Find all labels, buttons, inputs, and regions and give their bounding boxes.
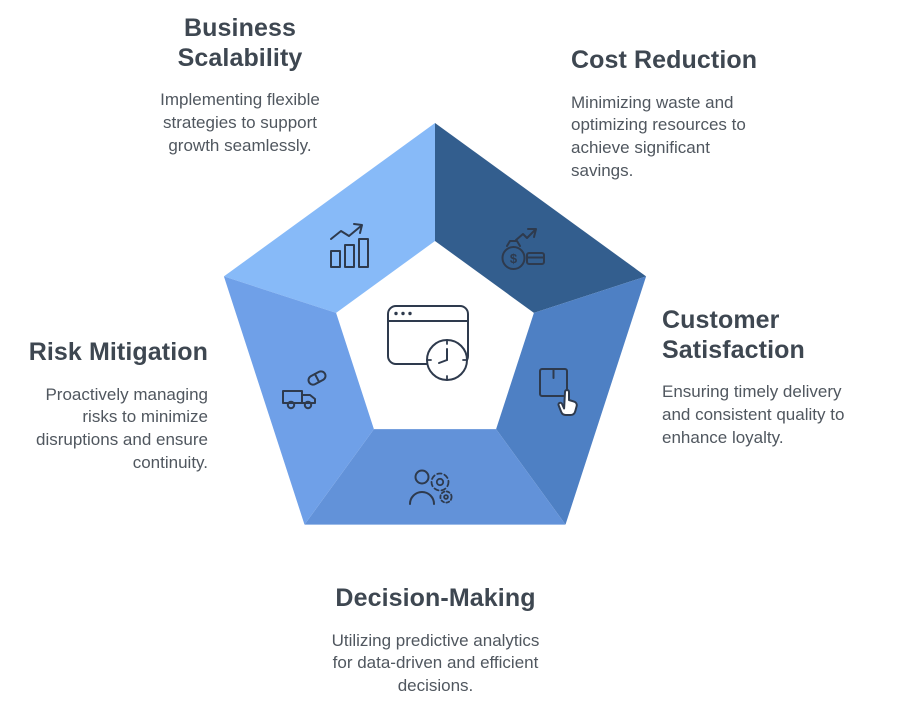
- dollar-sign: $: [510, 251, 518, 266]
- label-customer-satisfaction: Customer Satisfaction Ensuring timely de…: [662, 306, 874, 450]
- cost-reduction-title: Cost Reduction: [571, 46, 758, 74]
- segment-business-scalability: [223, 123, 435, 313]
- truck-pill-icon: [282, 370, 327, 410]
- business-scalability-title: Business Scalability: [177, 14, 303, 72]
- growth-chart-icon: [330, 223, 369, 268]
- money-savings-icon: $: [501, 228, 545, 270]
- segment-cost-reduction: [435, 123, 647, 313]
- label-cost-reduction: Cost Reduction Minimizing waste and opti…: [571, 46, 771, 183]
- person-gear-icon: [409, 469, 453, 505]
- cost-reduction-description: Minimizing waste and optimizing resource…: [571, 92, 746, 181]
- package-hand-icon: [539, 368, 578, 416]
- label-decision-making: Decision-Making Utilizing predictive ana…: [328, 584, 543, 698]
- segment-risk-mitigation: [223, 276, 374, 525]
- risk-mitigation-title: Risk Mitigation: [28, 338, 208, 366]
- decision-making-title: Decision-Making: [335, 584, 536, 612]
- risk-mitigation-description: Proactively managing risks to minimize d…: [35, 384, 208, 473]
- decision-making-description: Utilizing predictive analytics for data-…: [331, 630, 540, 696]
- customer-satisfaction-title: Customer Satisfaction: [662, 306, 805, 364]
- label-risk-mitigation: Risk Mitigation Proactively managing ris…: [8, 338, 208, 475]
- label-business-scalability: Business Scalability Implementing flexib…: [145, 14, 335, 158]
- browser-clock-icon: [387, 305, 469, 381]
- segment-decision-making: [304, 429, 566, 525]
- customer-satisfaction-description: Ensuring timely delivery and consistent …: [662, 382, 845, 447]
- business-scalability-description: Implementing flexible strategies to supp…: [160, 90, 320, 155]
